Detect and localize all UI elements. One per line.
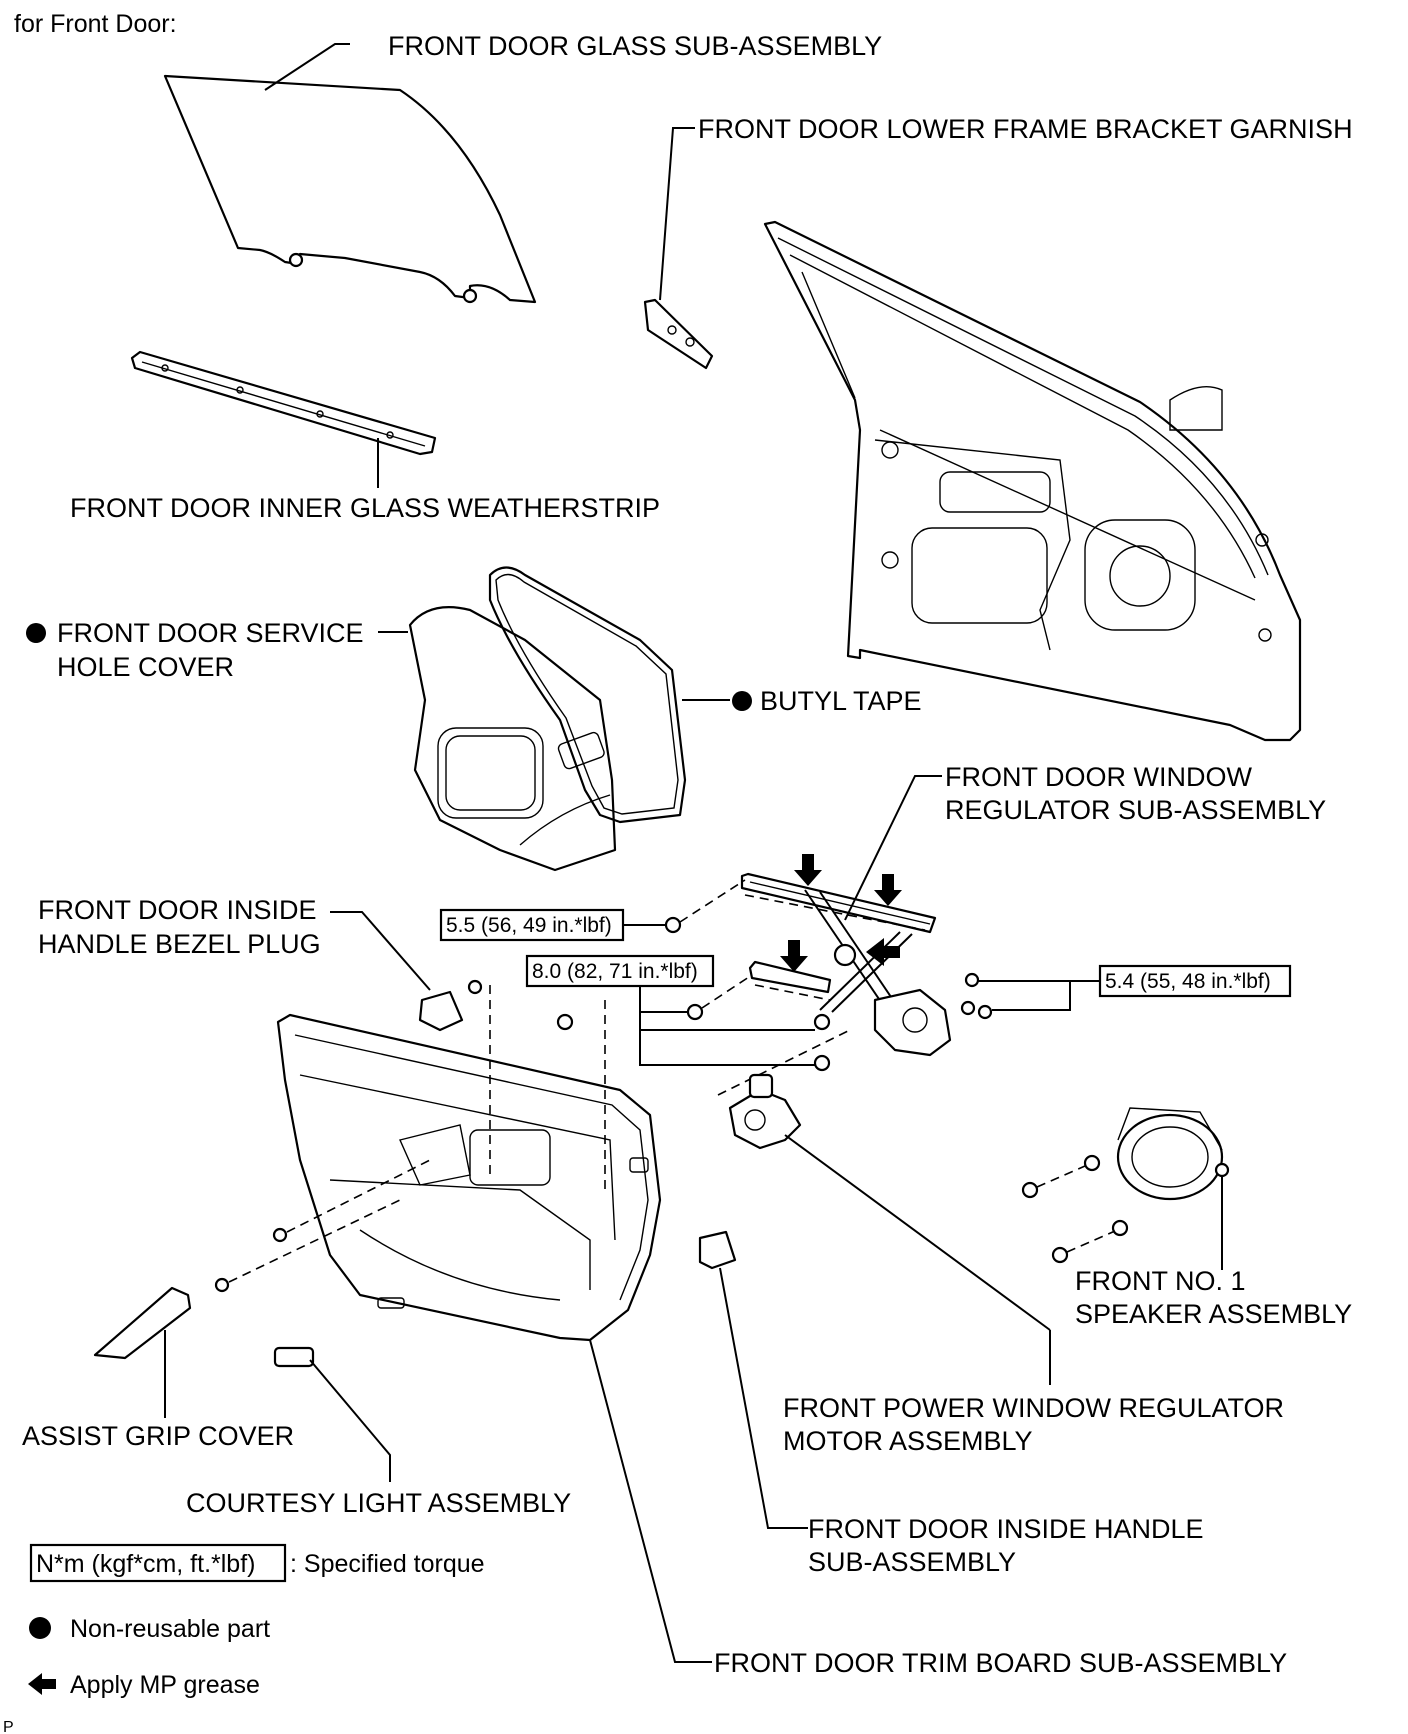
label-inside-handle-2: SUB-ASSEMBLY — [808, 1547, 1016, 1577]
torque-box-3 — [1098, 964, 1292, 998]
service-hole-cover — [408, 606, 617, 872]
grease-arrows — [780, 854, 902, 972]
label-butyl-tape: BUTYL TAPE — [760, 686, 922, 716]
leader-glass — [264, 43, 350, 91]
label-front-door-glass: FRONT DOOR GLASS SUB-ASSEMBLY — [388, 31, 882, 61]
legend-torque-units: N*m (kgf*cm, ft.*lbf) — [36, 1550, 255, 1578]
leader-motor — [784, 1134, 1051, 1331]
leader-regulator — [844, 775, 942, 921]
label-service-hole-2: HOLE COVER — [57, 652, 234, 682]
leader-torque-2 — [639, 986, 815, 1066]
label-lower-frame-bracket-garnish: FRONT DOOR LOWER FRAME BRACKET GARNISH — [698, 114, 1353, 144]
label-regulator-1: FRONT DOOR WINDOW — [945, 762, 1252, 792]
label-motor-2: MOTOR ASSEMBLY — [783, 1426, 1033, 1456]
legend-non-reusable-icon — [29, 1617, 51, 1639]
legend-grease-arrow-icon — [28, 1673, 56, 1695]
label-speaker-2: SPEAKER ASSEMBLY — [1075, 1299, 1352, 1329]
label-assist-grip: ASSIST GRIP COVER — [22, 1421, 294, 1451]
inside-handle — [698, 1230, 737, 1270]
label-service-hole-1: FRONT DOOR SERVICE — [57, 618, 364, 648]
non-reusable-icon-service — [26, 623, 46, 643]
assist-grip-cover — [93, 1286, 192, 1360]
legend-torque-box — [29, 1543, 287, 1583]
label-regulator-2: REGULATOR SUB-ASSEMBLY — [945, 795, 1326, 825]
lower-frame-bracket-garnish — [643, 298, 714, 370]
legend-non-reusable-text: Non-reusable part — [70, 1615, 270, 1643]
power-window-motor — [728, 1073, 802, 1150]
label-courtesy-light: COURTESY LIGHT ASSEMBLY — [186, 1488, 571, 1518]
label-inside-handle-1: FRONT DOOR INSIDE HANDLE — [808, 1514, 1204, 1544]
label-motor-1: FRONT POWER WINDOW REGULATOR — [783, 1393, 1284, 1423]
torque-box-1 — [439, 908, 625, 942]
label-inner-glass-weatherstrip: FRONT DOOR INNER GLASS WEATHERSTRIP — [70, 493, 660, 523]
leader-inside-handle — [719, 1267, 808, 1529]
leader-torque-3 — [992, 980, 1100, 1011]
window-regulator — [740, 872, 952, 1057]
footer-code: P — [3, 1719, 14, 1734]
speaker-screws — [1021, 1154, 1129, 1264]
label-bezel-plug-2: HANDLE BEZEL PLUG — [38, 929, 321, 959]
leader-trim-board — [589, 1339, 712, 1663]
label-trim-board: FRONT DOOR TRIM BOARD SUB-ASSEMBLY — [714, 1648, 1287, 1678]
label-speaker-1: FRONT NO. 1 — [1075, 1266, 1246, 1296]
label-bezel-plug-1: FRONT DOOR INSIDE — [38, 895, 317, 925]
inside-handle-bezel-plug — [418, 979, 483, 1032]
legend-torque-text: : Specified torque — [290, 1550, 485, 1578]
leader-lower-frame — [659, 127, 695, 301]
torque-value-2: 8.0 (82, 71 in.*lbf) — [532, 960, 698, 983]
leader-courtesy-light — [309, 1359, 391, 1482]
torque-box-2 — [525, 954, 715, 988]
courtesy-light — [273, 1346, 315, 1368]
inner-glass-weatherstrip — [130, 350, 437, 456]
torque-value-1: 5.5 (56, 49 in.*lbf) — [446, 914, 612, 937]
front-speaker — [1116, 1107, 1230, 1201]
leader-bezel-plug — [330, 911, 431, 991]
clip — [272, 1227, 288, 1243]
header-text: for Front Door: — [14, 10, 177, 38]
torque-value-3: 5.4 (55, 48 in.*lbf) — [1105, 970, 1271, 993]
butyl-tape — [488, 566, 687, 824]
clip — [214, 1277, 230, 1293]
non-reusable-icon-butyl — [732, 691, 752, 711]
front-door-glass — [163, 74, 537, 304]
legend-grease-text: Apply MP grease — [70, 1671, 260, 1699]
front-door-panel — [763, 220, 1302, 742]
front-door-trim-board — [276, 1013, 662, 1342]
